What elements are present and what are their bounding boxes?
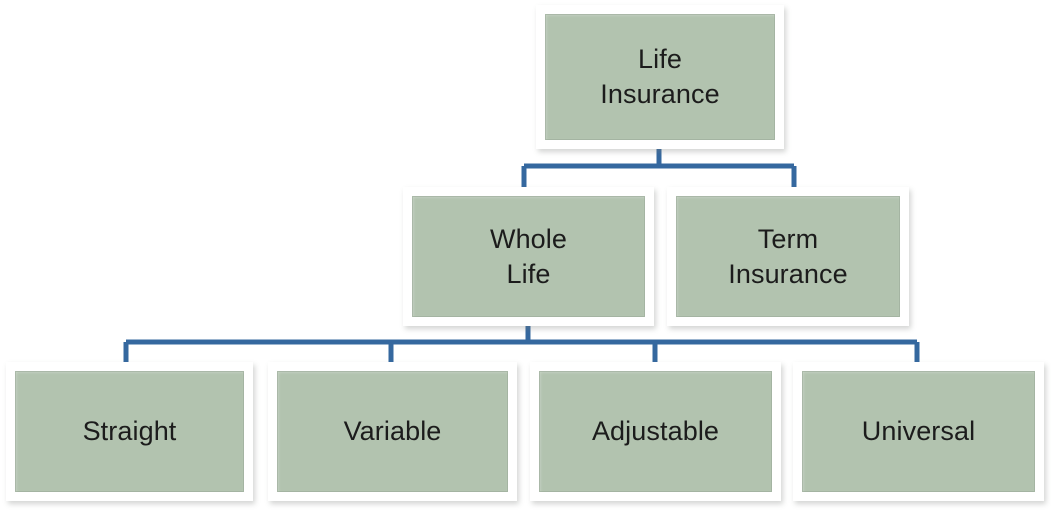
node-life-insurance[interactable]: Life Insurance: [536, 5, 784, 149]
node-life-insurance-label: Life Insurance: [600, 44, 720, 109]
node-term-insurance-fill: Term Insurance: [676, 196, 900, 317]
node-universal-fill: Universal: [802, 371, 1035, 492]
node-variable-label: Variable: [343, 416, 442, 447]
node-adjustable-label: Adjustable: [591, 416, 720, 447]
node-whole-life-fill: Whole Life: [412, 196, 645, 317]
node-variable-fill: Variable: [277, 371, 508, 492]
node-whole-life-label: Whole Life: [489, 223, 568, 289]
node-variable[interactable]: Variable: [268, 362, 517, 501]
node-term-insurance-label: Term Insurance: [728, 223, 848, 289]
node-universal[interactable]: Universal: [793, 362, 1044, 501]
node-adjustable[interactable]: Adjustable: [530, 362, 781, 501]
node-universal-label: Universal: [861, 416, 976, 447]
node-straight[interactable]: Straight: [6, 362, 253, 501]
node-adjustable-fill: Adjustable: [539, 371, 772, 492]
node-life-insurance-fill: Life Insurance: [545, 14, 775, 140]
node-term-insurance[interactable]: Term Insurance: [667, 187, 909, 326]
node-straight-label: Straight: [82, 416, 177, 447]
node-straight-fill: Straight: [15, 371, 244, 492]
node-whole-life[interactable]: Whole Life: [403, 187, 654, 326]
